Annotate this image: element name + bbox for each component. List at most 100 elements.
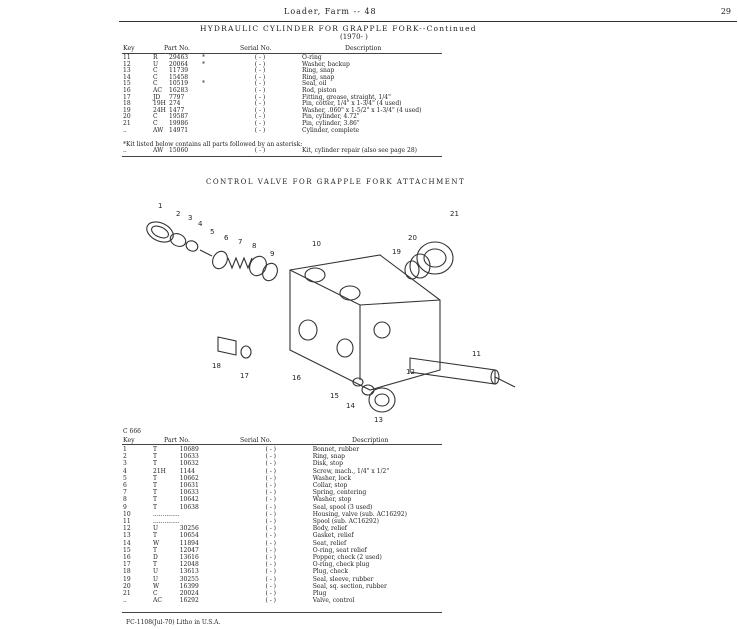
description-cell: Seal, sq. section, rubber	[312, 582, 387, 590]
prefix-cell: U	[153, 568, 159, 576]
serial-cell: ( - )	[265, 597, 276, 605]
star-cell	[213, 561, 235, 568]
partno-cell: 19587	[169, 113, 189, 121]
key-cell: 7	[123, 489, 127, 497]
prefix-cell: W	[153, 539, 160, 547]
key-cell: 11	[123, 54, 131, 61]
partno-cell: 20024	[179, 590, 199, 598]
serial-cell: ( - )	[265, 582, 276, 590]
star-cell	[213, 453, 235, 460]
page-header: Loader, Farm -- 48 29	[119, 7, 737, 22]
prefix-cell: T	[153, 446, 158, 453]
partno-cell: 10662	[179, 474, 199, 482]
serial-cell: ( - )	[265, 467, 276, 475]
partno-cell: 14971	[169, 126, 189, 134]
callout-3: 3	[188, 214, 192, 222]
description-cell: Disk, stop	[312, 460, 343, 468]
kit-table: .. AW 15060 ( - ) Kit, cylinder repair (…	[123, 147, 417, 155]
description-cell: Seal, spool (3 used)	[312, 503, 373, 511]
star-cell	[213, 590, 235, 597]
partno-cell: 10654	[179, 532, 199, 540]
callout-18: 18	[212, 362, 221, 370]
star-cell	[213, 540, 235, 547]
serial-cell: ( - )	[265, 575, 276, 583]
description-cell: Pin, cylinder, 3.86"	[302, 119, 360, 127]
callout-9: 9	[270, 250, 274, 258]
key-cell: 17	[123, 561, 131, 569]
serial-cell: ( - )	[265, 482, 276, 490]
partno-cell: 1477	[169, 106, 185, 114]
key-cell: ..	[123, 597, 127, 605]
key-cell: ..	[123, 126, 127, 134]
prefix-cell: T	[153, 474, 158, 482]
star-cell	[213, 460, 235, 467]
key-cell: 15	[123, 546, 131, 554]
description-cell: Plug	[312, 590, 327, 598]
prefix-cell: W	[153, 582, 160, 590]
key-cell: 8	[123, 496, 127, 504]
section2-title: CONTROL VALVE FOR GRAPPLE FORK ATTACHMEN…	[206, 178, 466, 186]
partno-cell: 19986	[169, 119, 189, 127]
section1-end-rule	[122, 156, 442, 157]
serial-cell: ( - )	[265, 474, 276, 482]
prefix-cell: C	[153, 80, 158, 88]
kit-note: *Kit listed below contains all parts fol…	[123, 141, 303, 148]
key-cell: 18	[123, 100, 131, 108]
star-cell	[213, 504, 235, 511]
callout-14: 14	[346, 402, 355, 410]
col-description-header: Description	[345, 45, 382, 52]
description-cell: Seal, sleeve, rubber	[312, 575, 374, 583]
partno-cell: 16283	[169, 86, 189, 94]
prefix-cell: T	[153, 561, 158, 569]
callout-11: 11	[472, 350, 481, 358]
serial-cell: ( - )	[254, 147, 266, 154]
key-cell: 12	[123, 525, 131, 533]
description-cell: O-ring, seat relief	[312, 546, 367, 554]
serial-cell: ( - )	[254, 106, 266, 114]
key-cell: 12	[123, 60, 131, 68]
prefix-cell: JD	[153, 93, 161, 101]
description-cell: Ring, snap	[302, 73, 335, 81]
description-cell: Kit, cylinder repair (also see page 28)	[302, 147, 417, 154]
prefix-cell: U	[153, 525, 159, 533]
key-cell: 2	[123, 453, 127, 461]
serial-cell: ( - )	[254, 54, 266, 61]
star-cell	[213, 583, 235, 590]
description-cell: Seat, relief	[312, 539, 347, 547]
key-cell: 13	[123, 67, 131, 75]
partno-cell: 7797	[169, 93, 185, 101]
partno-cell: 10631	[179, 482, 199, 490]
star-cell	[213, 547, 235, 554]
prefix-cell: C	[153, 590, 158, 598]
star-cell	[213, 496, 235, 503]
callout-2: 2	[176, 210, 180, 218]
callout-13: 13	[374, 416, 383, 424]
serial-cell: ( - )	[254, 80, 266, 88]
partno-cell: 13616	[179, 554, 199, 562]
serial-cell: ( - )	[265, 460, 276, 468]
prefix-cell: T	[153, 482, 158, 490]
serial-cell: ( - )	[254, 100, 266, 108]
description-cell: Valve, control	[312, 597, 355, 605]
figure-ref: C 666	[123, 428, 141, 435]
partno-cell: 1144	[179, 467, 195, 475]
star-cell	[202, 108, 224, 115]
key-cell: 3	[123, 460, 127, 468]
key-cell: 10	[123, 510, 131, 518]
serial-cell: ( - )	[265, 539, 276, 547]
prefix-cell: C	[153, 113, 158, 121]
serial-cell: ( - )	[254, 126, 266, 134]
partno-cell: 10633	[179, 453, 199, 461]
description-cell: Washer, backup	[302, 60, 350, 68]
serial-cell: ( - )	[265, 453, 276, 461]
callout-16: 16	[292, 374, 301, 382]
